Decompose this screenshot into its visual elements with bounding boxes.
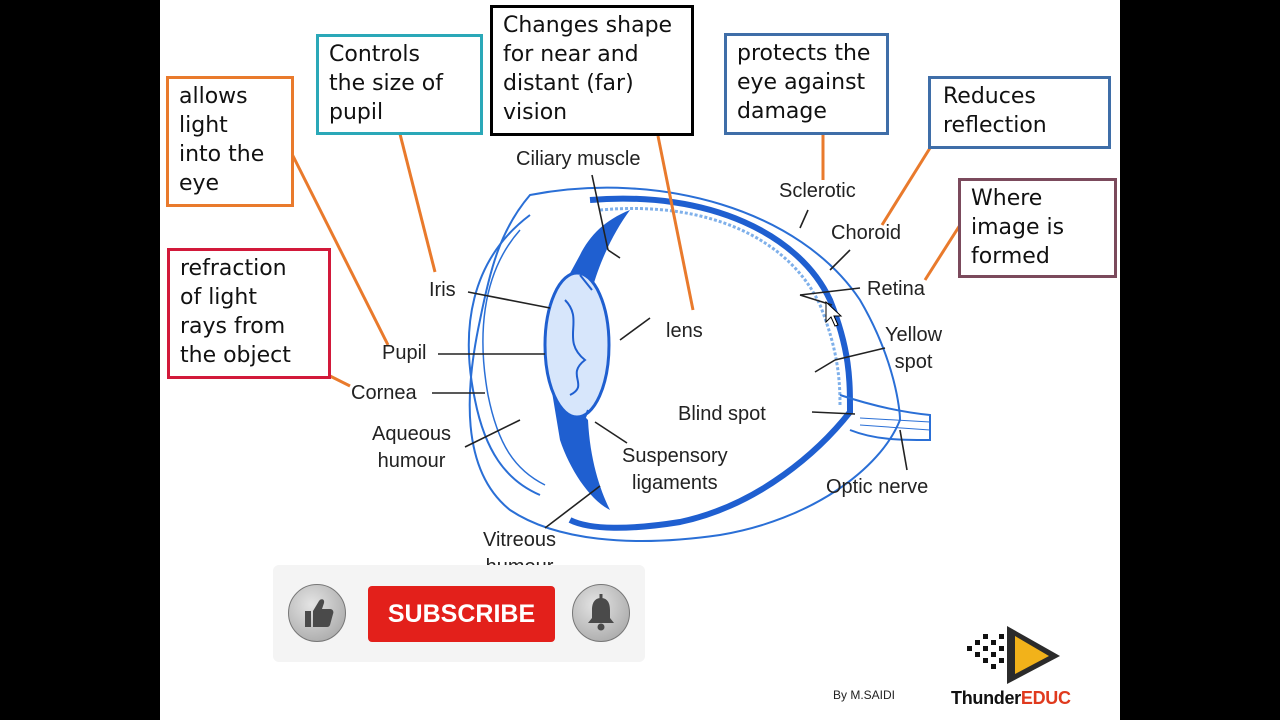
slide: allows light into the eye Controls the s…: [160, 0, 1120, 720]
label-pointers: [432, 174, 908, 529]
sclerotic-outline: [468, 186, 902, 542]
label-pupil: Pupil: [382, 342, 427, 364]
bell-icon: [588, 594, 614, 631]
label-aqueous-humour: Aqueous humour: [372, 423, 451, 472]
callout-image-formed: Where image is formed: [958, 178, 1117, 278]
label-lens: lens: [666, 320, 703, 342]
cornea-outline: [467, 214, 541, 496]
cursor-icon: [825, 300, 843, 327]
label-optic-nerve: Optic nerve: [826, 476, 929, 498]
callout-changes-shape: Changes shape for near and distant (far)…: [490, 5, 694, 136]
connector-refraction: [329, 374, 351, 388]
label-ciliary-muscle: Ciliary muscle: [516, 148, 641, 170]
connector-shape: [656, 135, 695, 311]
notification-bell-button[interactable]: [572, 584, 630, 642]
lens-shape: [543, 271, 611, 419]
callout-reduces-reflection: Reduces reflection: [928, 76, 1111, 149]
brand-name: ThunderEDUC: [951, 688, 1071, 709]
callout-protects-eye: protects the eye against damage: [724, 33, 889, 135]
label-choroid: Choroid: [831, 222, 902, 244]
label-retina: Retina: [867, 278, 925, 300]
eye-diagram: [288, 133, 962, 542]
thumbs-up-icon: [305, 599, 334, 627]
thunder-play-logo-icon: [967, 626, 1060, 684]
callout-controls-pupil: Controls the size of pupil: [316, 34, 483, 135]
author-credit: By M.SAIDI: [833, 688, 896, 702]
connector-pupil-size: [398, 133, 437, 273]
connector-reflection: [880, 147, 932, 226]
callout-allows-light: allows light into the eye: [166, 76, 294, 207]
label-sclerotic: Sclerotic: [779, 180, 856, 202]
brand-main: Thunder: [951, 688, 1021, 708]
brand-accent: EDUC: [1020, 688, 1071, 708]
optic-nerve-shape: [839, 394, 931, 442]
callout-refraction: refraction of light rays from the object: [167, 248, 331, 379]
label-blind-spot: Blind spot: [678, 403, 766, 425]
like-button[interactable]: [288, 584, 346, 642]
label-iris: Iris: [429, 279, 456, 301]
label-suspensory-ligaments: Suspensory ligaments: [622, 445, 728, 494]
label-cornea: Cornea: [351, 382, 417, 404]
label-vitreous-humour: Vitreous humour: [483, 529, 557, 565]
subscribe-button[interactable]: SUBSCRIBE: [368, 586, 555, 642]
connector-light: [288, 149, 390, 346]
retina-band: [568, 195, 854, 531]
connector-image: [923, 224, 962, 281]
label-yellow-spot: Yellow spot: [885, 324, 943, 373]
